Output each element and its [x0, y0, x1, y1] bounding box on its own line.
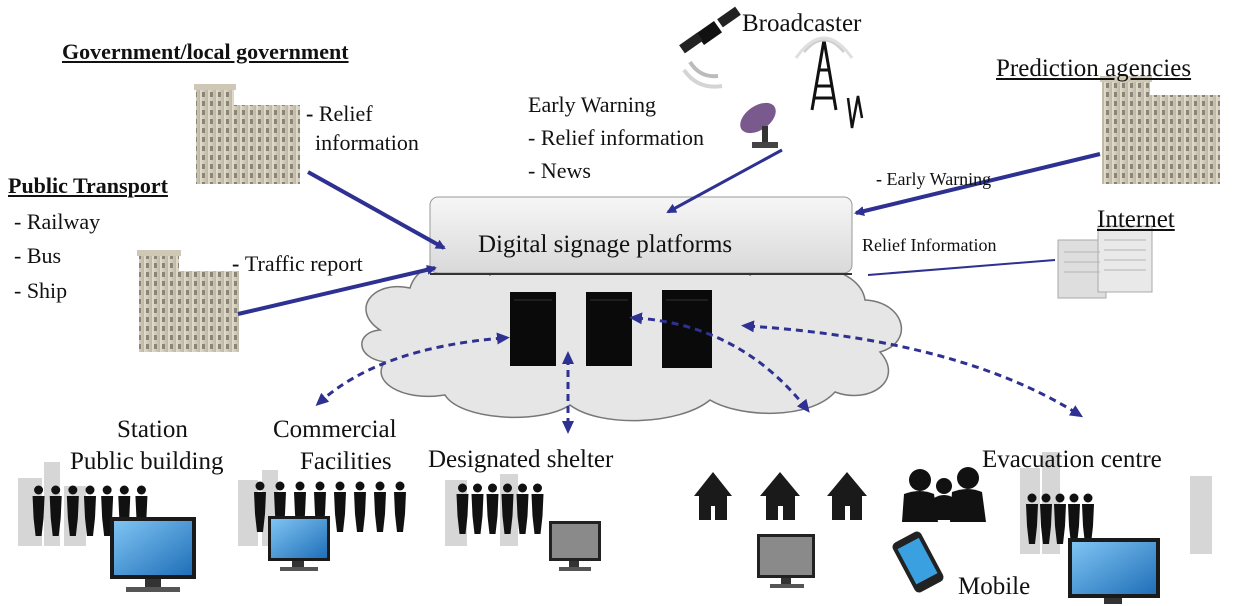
person-body: [66, 496, 79, 536]
person-head: [488, 483, 497, 493]
person-body: [49, 496, 62, 536]
person-body: [516, 494, 529, 534]
person-head: [458, 483, 467, 493]
person-head: [335, 481, 345, 491]
arrow-government-to-platform: [307, 170, 446, 250]
person-head: [315, 481, 325, 491]
server-rack-icon: [510, 290, 712, 368]
person-head: [1083, 493, 1093, 503]
person-body: [374, 492, 386, 532]
facilities-label: Facilities: [300, 448, 392, 475]
arrow-to-evacuation: [741, 320, 1084, 418]
person-head: [136, 485, 146, 495]
government-item-information: information: [315, 130, 419, 155]
office-building-icon: [137, 250, 239, 352]
prediction-agencies-title: Prediction agencies: [996, 55, 1192, 82]
person-head: [375, 481, 385, 491]
monitor-icon: [110, 517, 196, 592]
person-head: [473, 483, 482, 493]
government-title: Government/local government: [62, 39, 349, 64]
person-head: [51, 485, 61, 495]
person-head: [255, 481, 265, 491]
office-building-icon: [1100, 76, 1220, 184]
mobile-phone-icon: [892, 531, 944, 593]
person-body: [1068, 504, 1080, 544]
person-head: [1069, 493, 1079, 503]
person-body: [456, 494, 469, 534]
person-body: [531, 494, 544, 534]
person-body: [1082, 504, 1094, 544]
person-body: [1040, 504, 1052, 544]
satellite-icon: [679, 6, 741, 89]
person-head: [1027, 493, 1037, 503]
commercial-label: Commercial: [273, 416, 397, 443]
public-building-label: Public building: [70, 448, 224, 475]
person-head: [1055, 493, 1065, 503]
monitor-icon: [1068, 538, 1160, 604]
office-building-icon: [194, 84, 300, 184]
person-head: [518, 483, 527, 493]
station-label: Station: [117, 416, 188, 443]
person-body: [32, 496, 45, 536]
monitor-icon: [757, 534, 815, 588]
person-head: [533, 483, 542, 493]
internet-title: Internet: [1097, 206, 1175, 233]
transport-item-railway: - Railway: [14, 209, 101, 234]
transport-item-ship: - Ship: [14, 278, 68, 303]
person-body: [1026, 504, 1038, 544]
prediction-early-warning: - Early Warning: [876, 169, 992, 189]
person-body: [84, 496, 96, 536]
radio-tower-icon: [794, 36, 864, 129]
transport-item-bus: - Bus: [14, 243, 62, 268]
person-head: [68, 485, 78, 495]
broadcaster-title: Broadcaster: [742, 10, 862, 37]
traffic-report-text: Traffic report: [244, 251, 363, 276]
prediction-item-label: Early Warning: [886, 169, 992, 189]
person-head: [503, 483, 512, 493]
person-body: [1054, 504, 1066, 544]
arrow-broadcaster-to-platform: [666, 148, 783, 214]
internet-relief-information: Relief Information: [862, 235, 997, 255]
person-head: [395, 481, 405, 491]
person-head: [85, 485, 95, 495]
broadcaster-item-news: - News: [528, 158, 591, 183]
person-body: [471, 494, 484, 534]
monitor-icon: [268, 516, 330, 571]
platform-title: Digital signage platforms: [478, 231, 733, 258]
arrow-to-station: [315, 332, 510, 407]
person-head: [295, 481, 305, 491]
digital-signage-platform: [429, 196, 853, 275]
satellite-dish-icon: [740, 102, 778, 148]
person-head: [1041, 493, 1051, 503]
mobile-label: Mobile: [958, 573, 1031, 600]
line-internet-to-platform: [867, 259, 1056, 276]
person-body: [334, 492, 346, 532]
person-head: [275, 481, 285, 491]
designated-shelter-label: Designated shelter: [428, 446, 614, 473]
traffic-report-label: - Traffic report: [232, 251, 363, 276]
evacuation-centre-label: Evacuation centre: [982, 446, 1162, 473]
person-body: [501, 494, 514, 534]
arrow-prediction-to-platform: [854, 152, 1101, 216]
server-building-icon: [1057, 225, 1153, 299]
person-head: [34, 485, 44, 495]
house-icon: [694, 472, 867, 520]
government-item-relief: - Relief: [306, 101, 373, 126]
public-transport-title: Public Transport: [8, 173, 168, 198]
person-body: [394, 492, 406, 532]
family-silhouette-icon: [902, 467, 986, 522]
monitor-icon: [549, 521, 601, 571]
broadcaster-item-relief: - Relief information: [528, 125, 704, 150]
person-head: [119, 485, 129, 495]
government-item-label: Relief: [318, 101, 373, 126]
person-head: [102, 485, 112, 495]
person-body: [354, 492, 366, 532]
arrow-transport-to-platform: [237, 264, 437, 316]
person-body: [254, 492, 266, 532]
person-body: [486, 494, 499, 534]
broadcaster-heading: Early Warning: [528, 92, 656, 117]
person-head: [355, 481, 365, 491]
